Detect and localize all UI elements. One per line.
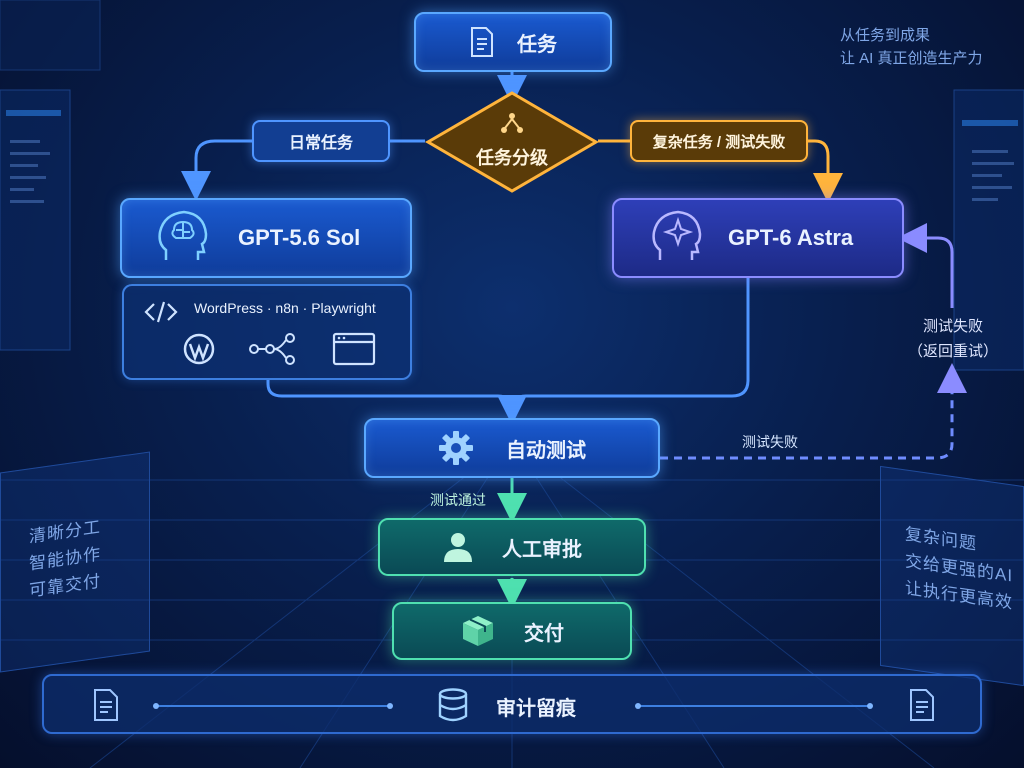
wordpress-icon	[182, 332, 216, 371]
edge-triage-sol	[196, 139, 425, 186]
audit-left-document-icon	[92, 688, 120, 727]
triage-label: 任务分级	[476, 148, 548, 168]
edge-test-retry	[660, 363, 967, 460]
routine-task-label: 日常任务	[252, 120, 390, 162]
database-icon	[438, 688, 468, 727]
autotest-node: 自动测试	[364, 418, 660, 478]
document-icon	[469, 26, 495, 58]
gear-icon	[438, 430, 474, 466]
brain-head-icon	[156, 208, 210, 268]
audit-timeline	[153, 703, 873, 709]
right-server-wall	[953, 89, 1024, 371]
sol-tools-text: WordPress · n8n · Playwright	[194, 300, 376, 316]
deliver-node: 交付	[392, 602, 632, 660]
audit-bar: 审计留痕	[42, 674, 982, 734]
tagline: 从任务到成果 让 AI 真正创造生产力	[840, 24, 983, 70]
code-icon	[144, 300, 178, 329]
tagline-line-1: 从任务到成果	[840, 27, 931, 44]
left-server-wall	[0, 0, 101, 351]
browser-window-icon	[332, 332, 376, 371]
review-node: 人工审批	[378, 518, 646, 576]
autotest-label: 自动测试	[506, 439, 586, 462]
deliver-label: 交付	[524, 622, 564, 645]
edge-triage-astra	[598, 139, 828, 188]
audit-label: 审计留痕	[496, 698, 576, 720]
triage-diamond	[425, 91, 599, 193]
sparkle-head-icon	[650, 208, 704, 268]
task-node: 任务	[414, 12, 612, 72]
audit-right-document-icon	[908, 688, 936, 727]
review-label: 人工审批	[502, 538, 582, 561]
edge-astra-test	[510, 278, 750, 411]
task-label: 任务	[517, 33, 557, 56]
sol-label: GPT-5.6 Sol	[238, 225, 361, 250]
test-pass-label: 测试通过	[430, 492, 486, 508]
test-fail-label: 测试失败	[742, 434, 798, 450]
edge-retry-astra	[897, 223, 954, 308]
tagline-line-2: 让 AI 真正创造生产力	[840, 50, 983, 67]
sol-tools-panel: WordPress · n8n · Playwright	[122, 284, 412, 380]
retry-label: 测试失败 （返回重试）	[898, 314, 1008, 364]
edge-sol-test	[266, 378, 527, 425]
package-icon	[460, 613, 496, 649]
person-icon	[442, 531, 474, 563]
complex-task-label: 复杂任务 / 测试失败	[630, 120, 808, 162]
retry-label-line-2: （返回重试）	[907, 343, 998, 360]
branch-icon	[500, 112, 524, 139]
retry-label-line-1: 测试失败	[922, 318, 983, 335]
sol-node: GPT-5.6 Sol	[120, 198, 412, 278]
astra-node: GPT-6 Astra	[612, 198, 904, 278]
astra-label: GPT-6 Astra	[728, 225, 854, 250]
n8n-workflow-icon	[248, 332, 298, 371]
